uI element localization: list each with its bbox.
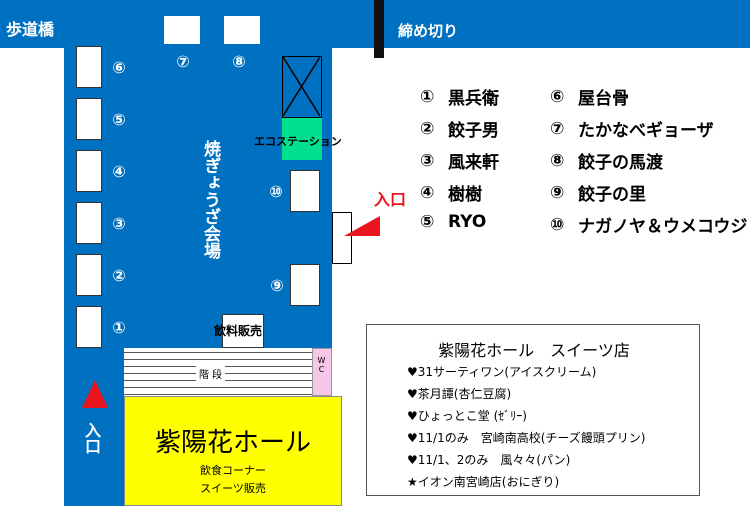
eco-station-box[interactable] (282, 118, 322, 160)
shop-name: RYO (448, 212, 487, 232)
sweets-list-item: ♥31サーティワン(アイスクリーム) (407, 363, 596, 380)
booth-4[interactable] (76, 150, 102, 192)
shop-legend-item: ⑨ 餃子の里 (550, 180, 646, 206)
booth-2[interactable] (76, 254, 102, 296)
entrance-door-right (332, 212, 352, 264)
closed-bar (384, 0, 750, 48)
booth-9-number: ⑨ (270, 275, 284, 295)
booth-7-number: ⑦ (176, 51, 190, 71)
closed-label: 締め切り (398, 22, 459, 40)
wc-label: WC (317, 356, 326, 374)
shop-number: ④ (420, 182, 435, 203)
booth-1[interactable] (76, 306, 102, 348)
drink-sales-box[interactable] (222, 314, 264, 348)
sweets-item-text: 31サーティワン(アイスクリーム) (417, 365, 597, 379)
cross-icon (283, 57, 320, 116)
booth-1-number: ① (112, 317, 126, 337)
sweets-item-text: 11/1のみ 宮崎南高校(チーズ饅頭プリン) (417, 431, 646, 445)
shop-name: ナガノヤ＆ウメコウジ (578, 217, 748, 237)
sweets-title: 紫陽花ホール スイーツ店 (438, 341, 630, 360)
booth-5[interactable] (76, 98, 102, 140)
shop-number: ⑦ (550, 118, 565, 139)
shop-number: ⑩ (550, 214, 565, 235)
booth-3[interactable] (76, 202, 102, 244)
entrance-right-label: 入口 (374, 190, 407, 209)
shop-legend-item: ⑥ 屋台骨 (550, 84, 629, 110)
footbridge-label: 歩道橋 (6, 20, 55, 39)
shop-number: ① (420, 86, 435, 107)
venue-area-main (64, 46, 332, 348)
sweets-list-item: ♥11/1のみ 宮崎南高校(チーズ饅頭プリン) (407, 429, 645, 446)
sweets-list-item: ♥茶月譚(杏仁豆腐) (407, 385, 511, 402)
sweets-box: 紫陽花ホール スイーツ店 ♥31サーティワン(アイスクリーム)♥茶月譚(杏仁豆腐… (366, 324, 700, 496)
heart-icon: ♥ (407, 453, 418, 467)
booth-8[interactable] (224, 16, 260, 44)
sweets-item-text: 茶月譚(杏仁豆腐) (417, 387, 512, 401)
hall-food-corner: 飲食コーナー (200, 464, 266, 477)
heart-icon: ♥ (407, 409, 418, 423)
booth-2-number: ② (112, 265, 126, 285)
shop-number: ⑤ (420, 212, 435, 232)
shop-number: ⑧ (550, 150, 565, 171)
shop-name: 樹樹 (448, 185, 482, 205)
sweets-item-text: ひょっとこ堂 (ｾﾞﾘｰ) (417, 409, 527, 423)
shop-legend-item: ③ 風来軒 (420, 148, 499, 174)
sweets-list-item: ♥11/1、2のみ 風々々(パン) (407, 451, 570, 468)
heart-icon: ♥ (407, 431, 418, 445)
shop-number: ② (420, 118, 435, 139)
hall-name: 紫陽花ホール (154, 428, 311, 458)
entrance-right-arrow-icon (344, 216, 380, 236)
shop-name: 黒兵衛 (448, 89, 499, 109)
shop-name: 餃子男 (448, 121, 499, 141)
sweets-item-text: 11/1、2のみ 風々々(パン) (417, 453, 571, 467)
hall-sweets-sales: スイーツ販売 (200, 482, 266, 495)
booth-6[interactable] (76, 46, 102, 88)
drink-sales-label: 飲料販売 (214, 324, 263, 338)
closed-divider (374, 0, 384, 58)
shop-name: 餃子の馬渡 (578, 153, 663, 173)
entrance-left-arrow-icon (82, 380, 108, 408)
booth-5-number: ⑤ (112, 109, 126, 129)
shop-legend-item: ⑦ たかなべギョーザ (550, 116, 714, 142)
crossed-box (282, 56, 322, 118)
shop-name: たかなべギョーザ (578, 121, 714, 141)
booth-9[interactable] (290, 264, 320, 306)
shop-legend-item: ② 餃子男 (420, 116, 499, 142)
shop-name: 風来軒 (448, 153, 499, 173)
shop-name: 屋台骨 (578, 89, 629, 109)
eco-station-label: エコステーション (254, 135, 342, 148)
sweets-list-item: ♥ひょっとこ堂 (ｾﾞﾘｰ) (407, 407, 527, 424)
shop-number: ③ (420, 150, 435, 171)
wc-box[interactable] (312, 348, 332, 396)
booth-7[interactable] (164, 16, 200, 44)
entrance-left-label: 入口 (82, 422, 101, 454)
shop-number: ⑨ (550, 182, 565, 203)
booth-10-number: ⑩ (269, 181, 283, 201)
booth-8-number: ⑧ (232, 51, 246, 71)
shop-legend-item: ⑧ 餃子の馬渡 (550, 148, 663, 174)
shop-legend-item: ④ 樹樹 (420, 180, 482, 206)
star-icon: ★ (407, 475, 418, 489)
shop-number: ⑥ (550, 86, 565, 107)
heart-icon: ♥ (407, 365, 418, 379)
shop-name: 餃子の里 (578, 185, 646, 205)
shop-legend-item: ⑤ RYO (420, 212, 486, 232)
heart-icon: ♥ (407, 387, 418, 401)
venue-label: 焼ぎょうざ会場 (200, 140, 220, 259)
venue-area-entrance-strip (64, 346, 124, 506)
sweets-item-text: イオン南宮崎店(おにぎり) (417, 475, 560, 489)
shop-legend-item: ① 黒兵衛 (420, 84, 499, 110)
sweets-list-item: ★イオン南宮崎店(おにぎり) (407, 473, 559, 490)
booth-10[interactable] (290, 170, 320, 212)
booth-3-number: ③ (112, 213, 126, 233)
shop-legend-item: ⑩ ナガノヤ＆ウメコウジ (550, 212, 748, 238)
stairs-label: 階 段 (196, 366, 226, 381)
booth-4-number: ④ (112, 161, 126, 181)
booth-6-number: ⑥ (112, 57, 126, 77)
